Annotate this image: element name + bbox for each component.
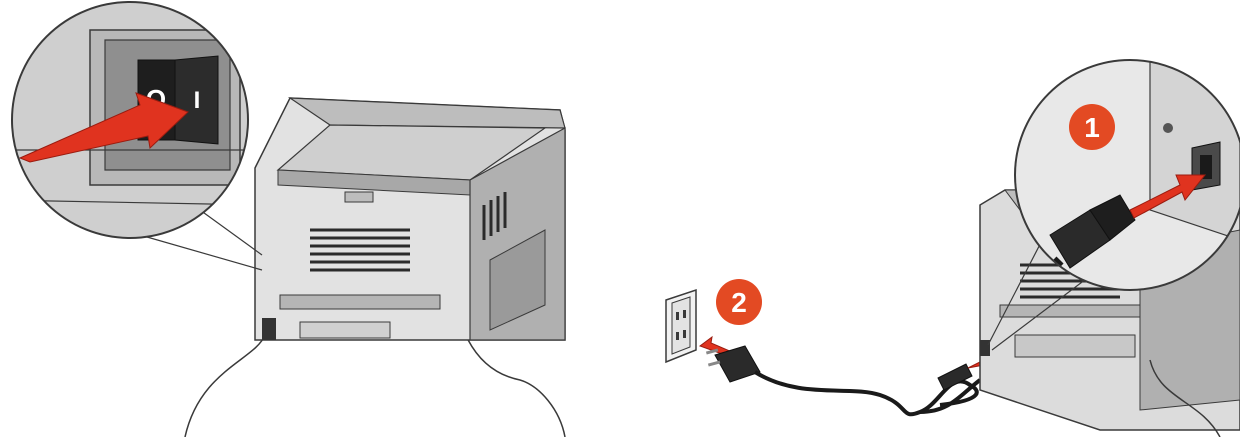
switch-on-symbol: I xyxy=(194,87,201,114)
power-switch-illustration: O I xyxy=(0,0,620,437)
step-2-number: 2 xyxy=(731,287,747,318)
wall-outlet xyxy=(666,290,696,362)
power-cable xyxy=(185,335,265,437)
power-cord-svg: 2 xyxy=(620,0,1240,437)
step-1-number: 1 xyxy=(1084,112,1100,143)
step-1-badge: 1 xyxy=(1069,104,1115,150)
printer-rear-view xyxy=(255,98,565,340)
switch-zoom-callout: O I xyxy=(0,0,260,240)
power-connector xyxy=(262,318,276,340)
power-cord-illustration: 2 xyxy=(620,0,1240,437)
wall-plug xyxy=(706,346,760,382)
power-switch-svg: O I xyxy=(0,0,620,437)
step-2-badge: 2 xyxy=(716,279,762,325)
printer-plug xyxy=(938,364,972,390)
